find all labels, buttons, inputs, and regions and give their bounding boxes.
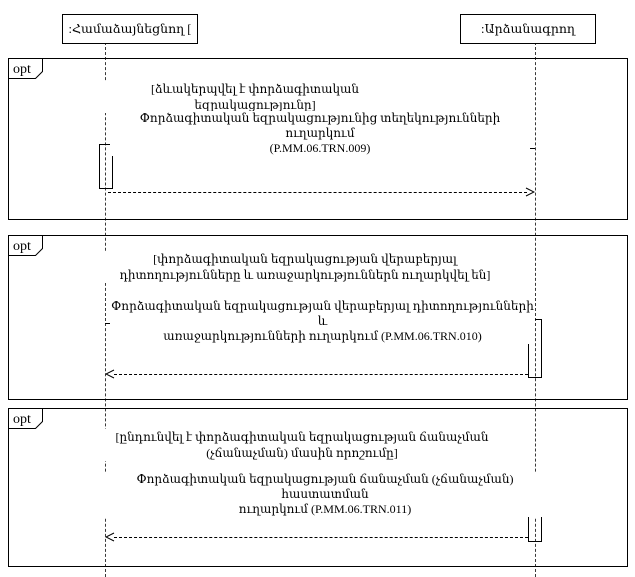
guard-condition-3: [ընդունվել է փորձագիտական եզրակացության … <box>92 429 512 461</box>
message-3-label: Փորձագիտական եզրակացության ճանաչման (չճա… <box>105 472 545 517</box>
return-2-arrow <box>114 374 528 375</box>
opt-fragment-3 <box>8 408 628 567</box>
guard-condition-1: [ձևակերպվել է փորձագիտական եզրակացությու… <box>100 81 410 113</box>
opt-operator-tag-1: opt <box>8 58 43 79</box>
message-line: առաջարկությունների ուղարկում (P.MM.06.TR… <box>163 329 482 343</box>
message-line: ուղարկում (P.MM.06.TRN.011) <box>238 502 412 516</box>
message-line: Փորձագիտական եզրակացությունից տեղեկությո… <box>139 111 501 140</box>
opt-operator-tag-2: opt <box>8 235 43 256</box>
return-1-arrow <box>108 192 527 193</box>
guard-line: [փորձագիտական եզրակացության վերաբերյալ <box>153 252 457 266</box>
opt-pentagon-shape <box>8 408 43 429</box>
opt-fragment-1 <box>8 58 628 220</box>
guard-line: (չճանաչման) մասին որոշումը] <box>206 446 398 460</box>
guard-line: [ձևակերպվել է փորձագիտական եզրակացությու… <box>150 82 360 112</box>
opt-operator-label: opt <box>13 412 31 427</box>
actor-coordinator-box: :Համաձայնեցնող [ <box>62 14 198 44</box>
message-2-label: Փորձագիտական եզրակացության վերաբերյալ դի… <box>110 299 535 344</box>
guard-condition-2: [փորձագիտական եզրակացության վերաբերյալ դ… <box>90 251 520 283</box>
opt-pentagon-shape <box>8 58 43 79</box>
message-line: Փորձագիտական եզրակացության ճանաչման (չճա… <box>136 472 514 501</box>
opt-operator-label: opt <box>13 239 31 254</box>
guard-line: դիտողությունները և առաջարկություններն ու… <box>119 268 491 282</box>
return-3-arrow <box>114 537 528 538</box>
opt-pentagon-shape <box>8 235 43 256</box>
actor-registrar-box: :Արձանագրող <box>460 14 596 44</box>
message-line: Փորձագիտական եզրակացության վերաբերյալ դի… <box>111 299 534 328</box>
message-1-label: Փորձագիտական եզրակացությունից տեղեկությո… <box>110 111 530 156</box>
actor-registrar-label: :Արձանագրող <box>481 22 575 36</box>
lifeline-registrar <box>535 42 536 577</box>
return-2-arrowhead <box>105 369 115 379</box>
opt-operator-tag-3: opt <box>8 408 43 429</box>
return-1-arrowhead <box>525 187 535 197</box>
opt-operator-label: opt <box>13 62 31 77</box>
message-line: (P.MM.06.TRN.009) <box>269 141 371 155</box>
guard-line: [ընդունվել է փորձագիտական եզրակացության … <box>115 430 489 444</box>
activation-bar-1 <box>99 144 113 189</box>
lifeline-coordinator <box>105 42 106 577</box>
opt-fragment-2 <box>8 235 628 400</box>
activation-bar-2 <box>528 319 542 378</box>
actor-coordinator-label: :Համաձայնեցնող [ <box>68 22 192 36</box>
return-3-arrowhead <box>105 532 115 542</box>
